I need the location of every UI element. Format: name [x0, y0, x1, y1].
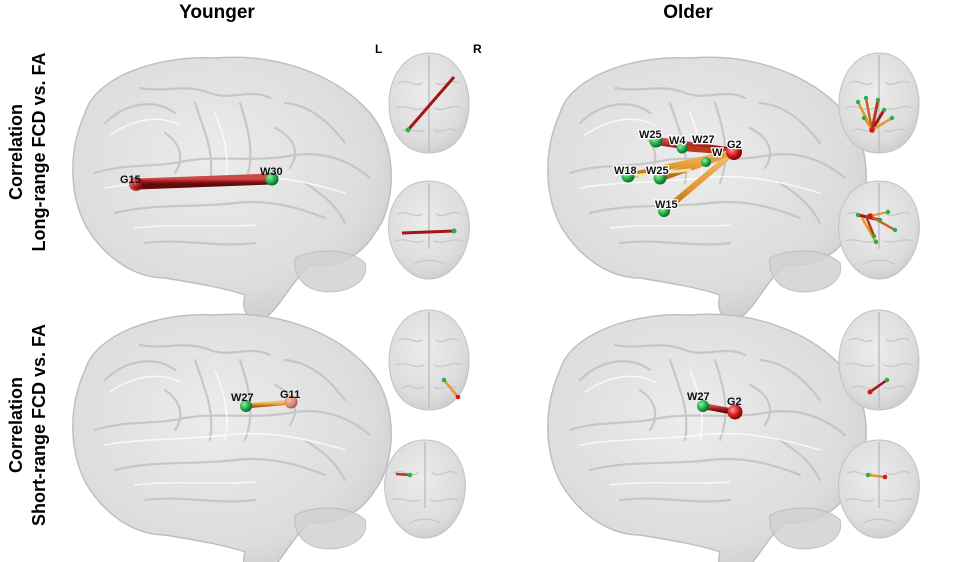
- coronal-node-w-young-short: [407, 472, 413, 478]
- coronal-node-w-old-short: [865, 472, 871, 478]
- edge-g15-w30: [131, 173, 278, 190]
- label-g11: G11: [280, 389, 300, 401]
- node-g11: [284, 395, 298, 409]
- coronal-brain-young-short: [383, 439, 467, 539]
- panel-old-short: W27 G2: [546, 309, 921, 562]
- node-w: [701, 157, 711, 167]
- panel-young-short: W27 G11: [71, 309, 470, 562]
- axial-brain-young-long: [388, 52, 470, 154]
- axial-node-w-old-short: [884, 377, 890, 383]
- label-g2: G2: [727, 139, 742, 151]
- axial-node-w-young-short: [441, 377, 447, 383]
- coronal-edge-old-short: [867, 473, 886, 479]
- column-title-younger: Younger: [179, 2, 255, 23]
- axial-node-w-young-long: [405, 127, 411, 133]
- panel-old-long: W25 W4 W27 G2 W W18 W25 W15: [546, 52, 921, 321]
- row-title-short-line1: Correlation: [6, 377, 26, 473]
- coronal-brain-old-long: [837, 180, 921, 280]
- coronal-node-w-young-long: [451, 228, 457, 234]
- coronal-brain-young-long: [387, 180, 471, 280]
- coronal-edges-old-long: [855, 209, 898, 245]
- axial-edge-young-short: [443, 379, 459, 398]
- orientation-left-label: L: [375, 42, 382, 56]
- row-title-long-range: Correlation Long-range FCD vs. FA: [6, 52, 49, 251]
- panel-young-long: G15 W30: [71, 52, 471, 321]
- lateral-brain-old-short: [546, 313, 868, 562]
- row-title-long-line1: Correlation: [6, 104, 26, 200]
- node-w27-young: [240, 400, 252, 412]
- label-g2-old: G2: [727, 396, 742, 408]
- label-w25: W25: [639, 129, 662, 141]
- label-w27: W27: [692, 134, 715, 146]
- coronal-brain-old-short: [837, 439, 921, 539]
- coronal-node-g-old-short: [882, 474, 888, 480]
- axial-brain-old-short: [838, 309, 920, 411]
- node-g2: [726, 144, 742, 160]
- node-w25b: [653, 171, 667, 185]
- coronal-edge-young-long: [401, 229, 455, 235]
- node-g2-old: [727, 404, 743, 420]
- node-w15: [658, 205, 670, 217]
- label-w15: W15: [655, 199, 678, 211]
- node-w30: [265, 172, 279, 186]
- node-w18: [621, 169, 635, 183]
- label-w18: W18: [614, 165, 637, 177]
- lateral-brain-young-short: [71, 313, 393, 562]
- axial-node-g-young-short: [455, 394, 461, 400]
- orientation-right-label: R: [473, 42, 482, 56]
- axial-edges-old-long: [855, 95, 895, 133]
- label-w: W: [712, 147, 723, 159]
- label-w25b: W25: [646, 165, 669, 177]
- label-w30: W30: [260, 166, 283, 178]
- axial-node-g-old-short: [867, 389, 873, 395]
- edge-w15-g2: [661, 149, 737, 214]
- label-g15: G15: [120, 174, 141, 186]
- row-title-short-line2: Short-range FCD vs. FA: [29, 324, 49, 526]
- column-title-older: Older: [663, 2, 713, 23]
- axial-edge-old-short: [869, 378, 888, 394]
- row-title-short-range: Correlation Short-range FCD vs. FA: [6, 324, 49, 526]
- row-title-long-line2: Long-range FCD vs. FA: [29, 52, 49, 251]
- node-w4: [676, 142, 688, 154]
- node-w27-old: [697, 400, 709, 412]
- label-w4: W4: [669, 135, 686, 147]
- lateral-brain-young-long: [71, 56, 393, 321]
- lateral-brain-old-long: [546, 56, 868, 321]
- label-w27-old: W27: [687, 391, 710, 403]
- node-w25: [649, 134, 663, 148]
- axial-edge-young-long: [406, 76, 456, 131]
- node-g15: [129, 177, 143, 191]
- axial-brain-old-long: [838, 52, 920, 154]
- coronal-edge-young-short: [395, 472, 411, 477]
- label-w27-young: W27: [231, 392, 254, 404]
- edge-w27-g11: [243, 399, 294, 409]
